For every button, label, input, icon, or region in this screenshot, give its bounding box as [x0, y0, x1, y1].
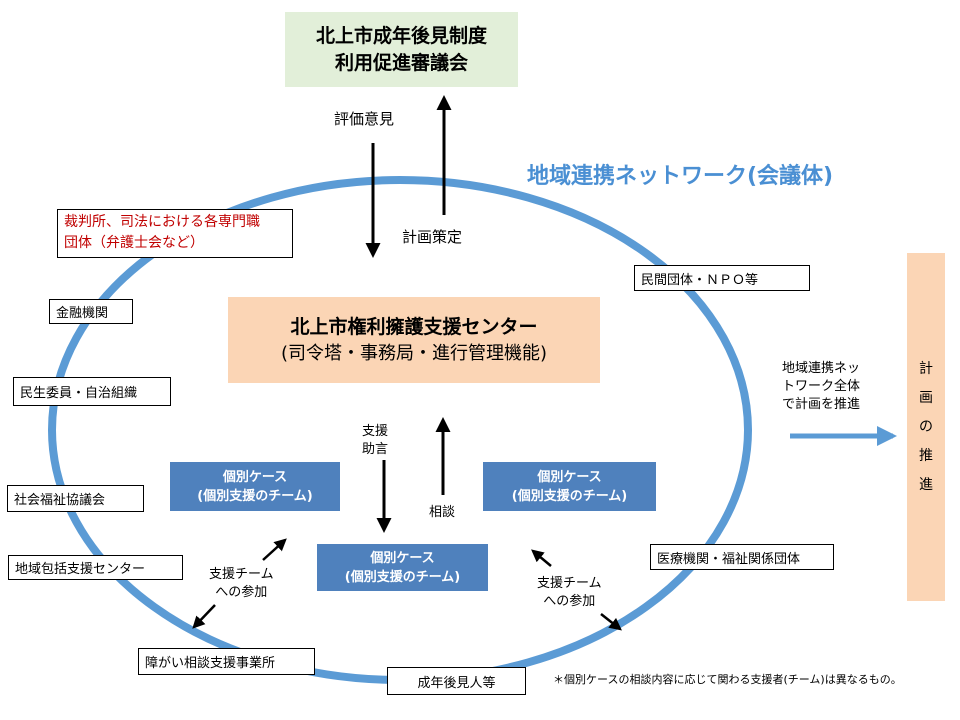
- welfare-commissioner-box: 民生委員・自治組織: [13, 377, 171, 406]
- case-subtitle: (個別支援のチーム): [344, 569, 461, 585]
- medical-box: 医療機関・福祉関係団体: [650, 544, 834, 570]
- team-join-line2: への参加: [215, 585, 268, 600]
- guardians-box: 成年後見人等: [387, 667, 526, 695]
- plan-char: 画: [919, 389, 933, 406]
- council-line2: 利用促進審議会: [334, 51, 468, 74]
- team-join-label-right: 支援チーム への参加: [537, 575, 602, 611]
- team-join-arrow-right-up: [531, 549, 552, 567]
- promotion-line3: で計画を推進: [782, 397, 861, 412]
- case-box-bottom: 個別ケース (個別支援のチーム): [317, 544, 488, 591]
- team-join-arrow-down-left: [192, 604, 216, 629]
- network-promotion-text: 地域連携ネッ トワーク全体 で計画を推進: [782, 360, 860, 414]
- team-join-line2: への参加: [543, 594, 596, 609]
- evaluation-label: 評価意見: [334, 110, 395, 128]
- team-join-arrow-right-down: [600, 613, 622, 631]
- footnote: ＊個別ケースの相談内容に応じて関わる支援者(チーム)は異なるもの。: [553, 673, 902, 686]
- court-line2: 団体（弁護士会など）: [64, 235, 204, 251]
- court-line1: 裁判所、司法における各専門職: [64, 214, 260, 230]
- plan-char: 推: [919, 447, 933, 464]
- promotion-line2: トワーク全体: [782, 379, 861, 394]
- promotion-council-box: 北上市成年後見制度 利用促進審議会: [285, 12, 518, 87]
- social-welfare-council-box: 社会福祉協議会: [7, 485, 144, 512]
- community-support-center-box: 地域包括支援センター: [8, 555, 183, 580]
- center-subtitle: (司令塔・事務局・進行管理機能): [280, 342, 548, 364]
- case-title: 個別ケース: [222, 469, 288, 485]
- advocacy-center-box: 北上市権利擁護支援センター (司令塔・事務局・進行管理機能): [228, 297, 600, 383]
- center-title: 北上市権利擁護支援センター: [290, 315, 538, 338]
- case-box-right: 個別ケース (個別支援のチーム): [483, 462, 656, 511]
- plan-char: 進: [919, 476, 933, 493]
- plan-promotion-bar: 計 画 の 推 進: [907, 253, 945, 601]
- private-npo-box: 民間団体・ＮＰＯ等: [634, 265, 810, 291]
- finance-box: 金融機関: [49, 299, 133, 324]
- consult-label: 相談: [429, 505, 456, 520]
- team-join-arrow-up: [262, 538, 287, 561]
- case-title: 個別ケース: [370, 550, 435, 566]
- case-subtitle: (個別支援のチーム): [197, 488, 313, 504]
- team-join-line1: 支援チーム: [537, 576, 602, 591]
- team-join-line1: 支援チーム: [209, 567, 274, 582]
- disability-office-box: 障がい相談支援事業所: [138, 648, 315, 675]
- case-subtitle: (個別支援のチーム): [511, 488, 628, 504]
- case-box-left: 個別ケース (個別支援のチーム): [170, 462, 340, 511]
- council-line1: 北上市成年後見制度: [315, 24, 487, 47]
- promotion-line1: 地域連携ネッ: [782, 361, 861, 376]
- plan-char: 計: [919, 360, 933, 377]
- network-title: 地域連携ネットワーク(会議体): [527, 164, 834, 189]
- court-box: 裁判所、司法における各専門職 団体（弁護士会など）: [57, 209, 293, 258]
- support-line1: 支援: [362, 424, 389, 439]
- plan-formulation-label: 計画策定: [402, 228, 463, 246]
- plan-char: の: [919, 418, 933, 435]
- team-join-label-left: 支援チーム への参加: [209, 566, 274, 602]
- advice-line2: 助言: [362, 442, 389, 457]
- support-advice-label: 支援 助言: [362, 423, 388, 459]
- case-title: 個別ケース: [537, 469, 602, 485]
